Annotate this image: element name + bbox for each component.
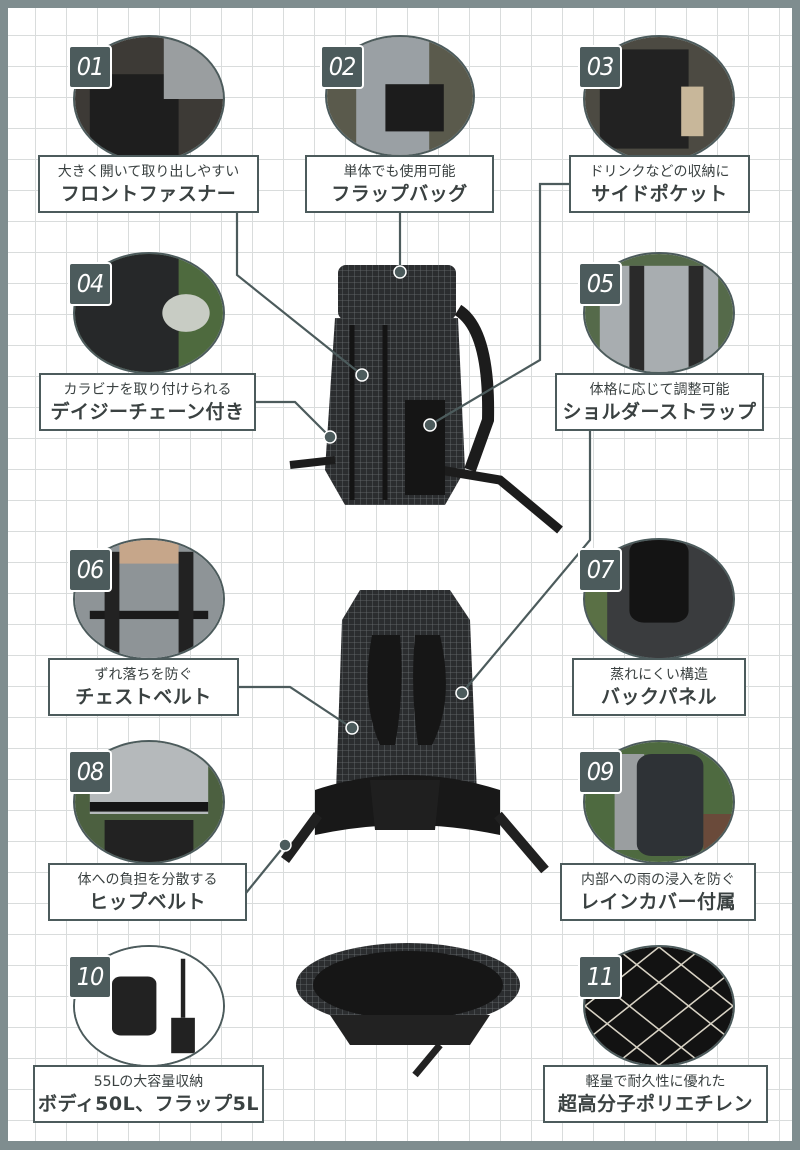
feature-label-daisy-chain: カラビナを取り付けられるデイジーチェーン付き [39,373,256,431]
feature-subtitle: ずれ落ちを防ぐ [94,667,193,683]
feature-number-badge: 05 [578,262,622,306]
feature-title: ショルダーストラップ [562,401,757,423]
feature-title: レインカバー付属 [579,891,736,913]
feature-label-shoulder-strap: 体格に応じて調整可能ショルダーストラップ [555,373,764,431]
feature-subtitle: ドリンクなどの収納に [589,164,730,180]
feature-label-flap-bag: 単体でも使用可能フラップバッグ [305,155,494,213]
feature-subtitle: 蒸れにくい構造 [610,667,708,683]
feature-title: ヒップベルト [88,891,206,913]
feature-label-rain-cover: 内部への雨の浸入を防ぐレインカバー付属 [560,863,756,921]
feature-subtitle: 大きく開いて取り出しやすい [57,164,240,180]
feature-label-chest-belt: ずれ落ちを防ぐチェストベルト [48,658,239,716]
feature-number-badge: 10 [68,955,112,999]
feature-subtitle: 55Lの大容量収納 [93,1074,204,1090]
feature-title: フラップバッグ [331,183,468,205]
feature-subtitle: 体への負担を分散する [77,872,218,888]
feature-title: デイジーチェーン付き [50,401,245,423]
feature-subtitle: 単体でも使用可能 [343,164,456,180]
feature-number-badge: 03 [578,45,622,89]
feature-number-badge: 04 [68,262,112,306]
feature-subtitle: カラビナを取り付けられる [63,382,232,398]
feature-label-capacity: 55Lの大容量収納ボディ50L、フラップ5L [33,1065,264,1123]
feature-subtitle: 軽量で耐久性に優れた [585,1074,726,1090]
feature-label-fabric: 軽量で耐久性に優れた超高分子ポリエチレン [543,1065,768,1123]
feature-subtitle: 体格に応じて調整可能 [589,382,730,398]
feature-title: ボディ50L、フラップ5L [37,1093,260,1115]
feature-title: 超高分子ポリエチレン [557,1093,753,1115]
feature-number-badge: 08 [68,750,112,794]
feature-number-badge: 02 [320,45,364,89]
feature-number-badge: 07 [578,548,622,592]
feature-title: バックパネル [600,686,718,708]
feature-number-badge: 09 [578,750,622,794]
feature-title: サイドポケット [591,183,728,205]
feature-title: フロントファスナー [60,183,237,205]
feature-number-badge: 01 [68,45,112,89]
feature-label-hip-belt: 体への負担を分散するヒップベルト [48,863,247,921]
feature-number-badge: 06 [68,548,112,592]
feature-label-front-zipper: 大きく開いて取り出しやすいフロントファスナー [38,155,259,213]
feature-subtitle: 内部への雨の浸入を防ぐ [581,872,735,888]
feature-number-badge: 11 [578,955,622,999]
feature-label-back-panel: 蒸れにくい構造バックパネル [572,658,746,716]
feature-title: チェストベルト [75,686,212,708]
feature-label-side-pocket: ドリンクなどの収納にサイドポケット [569,155,750,213]
